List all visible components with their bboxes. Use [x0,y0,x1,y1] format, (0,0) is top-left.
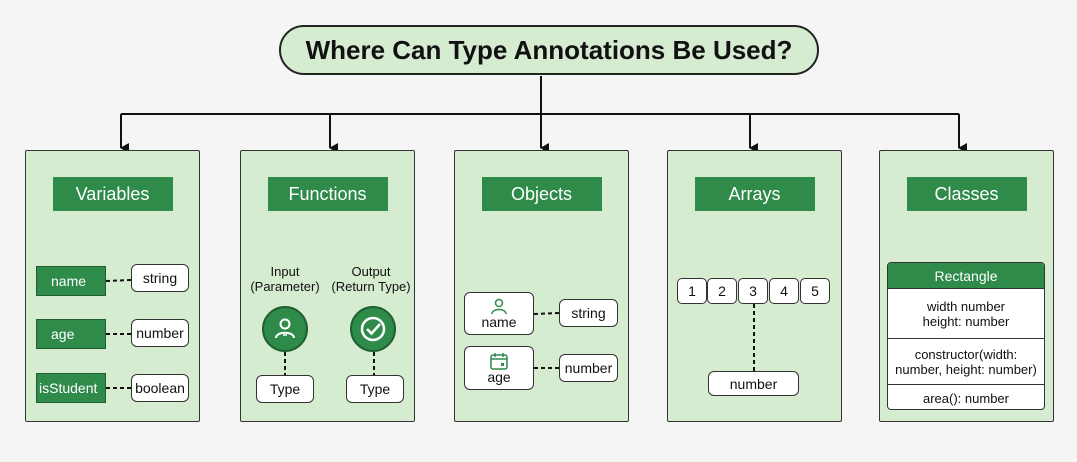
class-uml-card: Rectangle width number height: number co… [887,262,1045,410]
object-property-card: name [464,292,534,335]
class-properties: width number height: number [888,289,1044,339]
calendar-icon [489,351,509,376]
variable-type-box: number [131,319,189,347]
panel-header-functions: Functions [267,177,388,211]
class-constructor: constructor(width: number, height: numbe… [888,339,1044,385]
class-method: area(): number [923,390,1009,406]
panel-header-variables: Variables [52,177,173,211]
variable-name-box: isStudent [36,373,106,403]
check-badge-icon [350,306,396,352]
object-type-box: number [559,354,618,382]
array-type-box: number [708,371,799,396]
person-icon [262,306,308,352]
array-element: 5 [800,278,830,304]
array-element: 4 [769,278,799,304]
function-input-label: Input (Parameter) [250,264,320,294]
class-name-header: Rectangle [888,263,1044,289]
variable-type-box: boolean [131,374,189,402]
function-output-type-box: Type [346,375,404,403]
object-type-box: string [559,299,618,327]
person-icon [490,297,508,320]
function-input-type-box: Type [256,375,314,403]
panel-header-classes: Classes [906,177,1027,211]
object-property-card: age [464,346,534,390]
object-property-name: name [481,314,517,330]
object-property-name: age [487,369,511,385]
panel-header-arrays: Arrays [694,177,815,211]
array-element: 3 [738,278,768,304]
array-element: 2 [707,278,737,304]
array-element: 1 [677,278,707,304]
panel-header-objects: Objects [481,177,602,211]
variable-type-box: string [131,264,189,292]
diagram-title: Where Can Type Annotations Be Used? [279,25,819,75]
function-output-label: Output (Return Type) [331,264,411,294]
variable-name-box: age [36,319,106,349]
variable-name-box: name [36,266,106,296]
